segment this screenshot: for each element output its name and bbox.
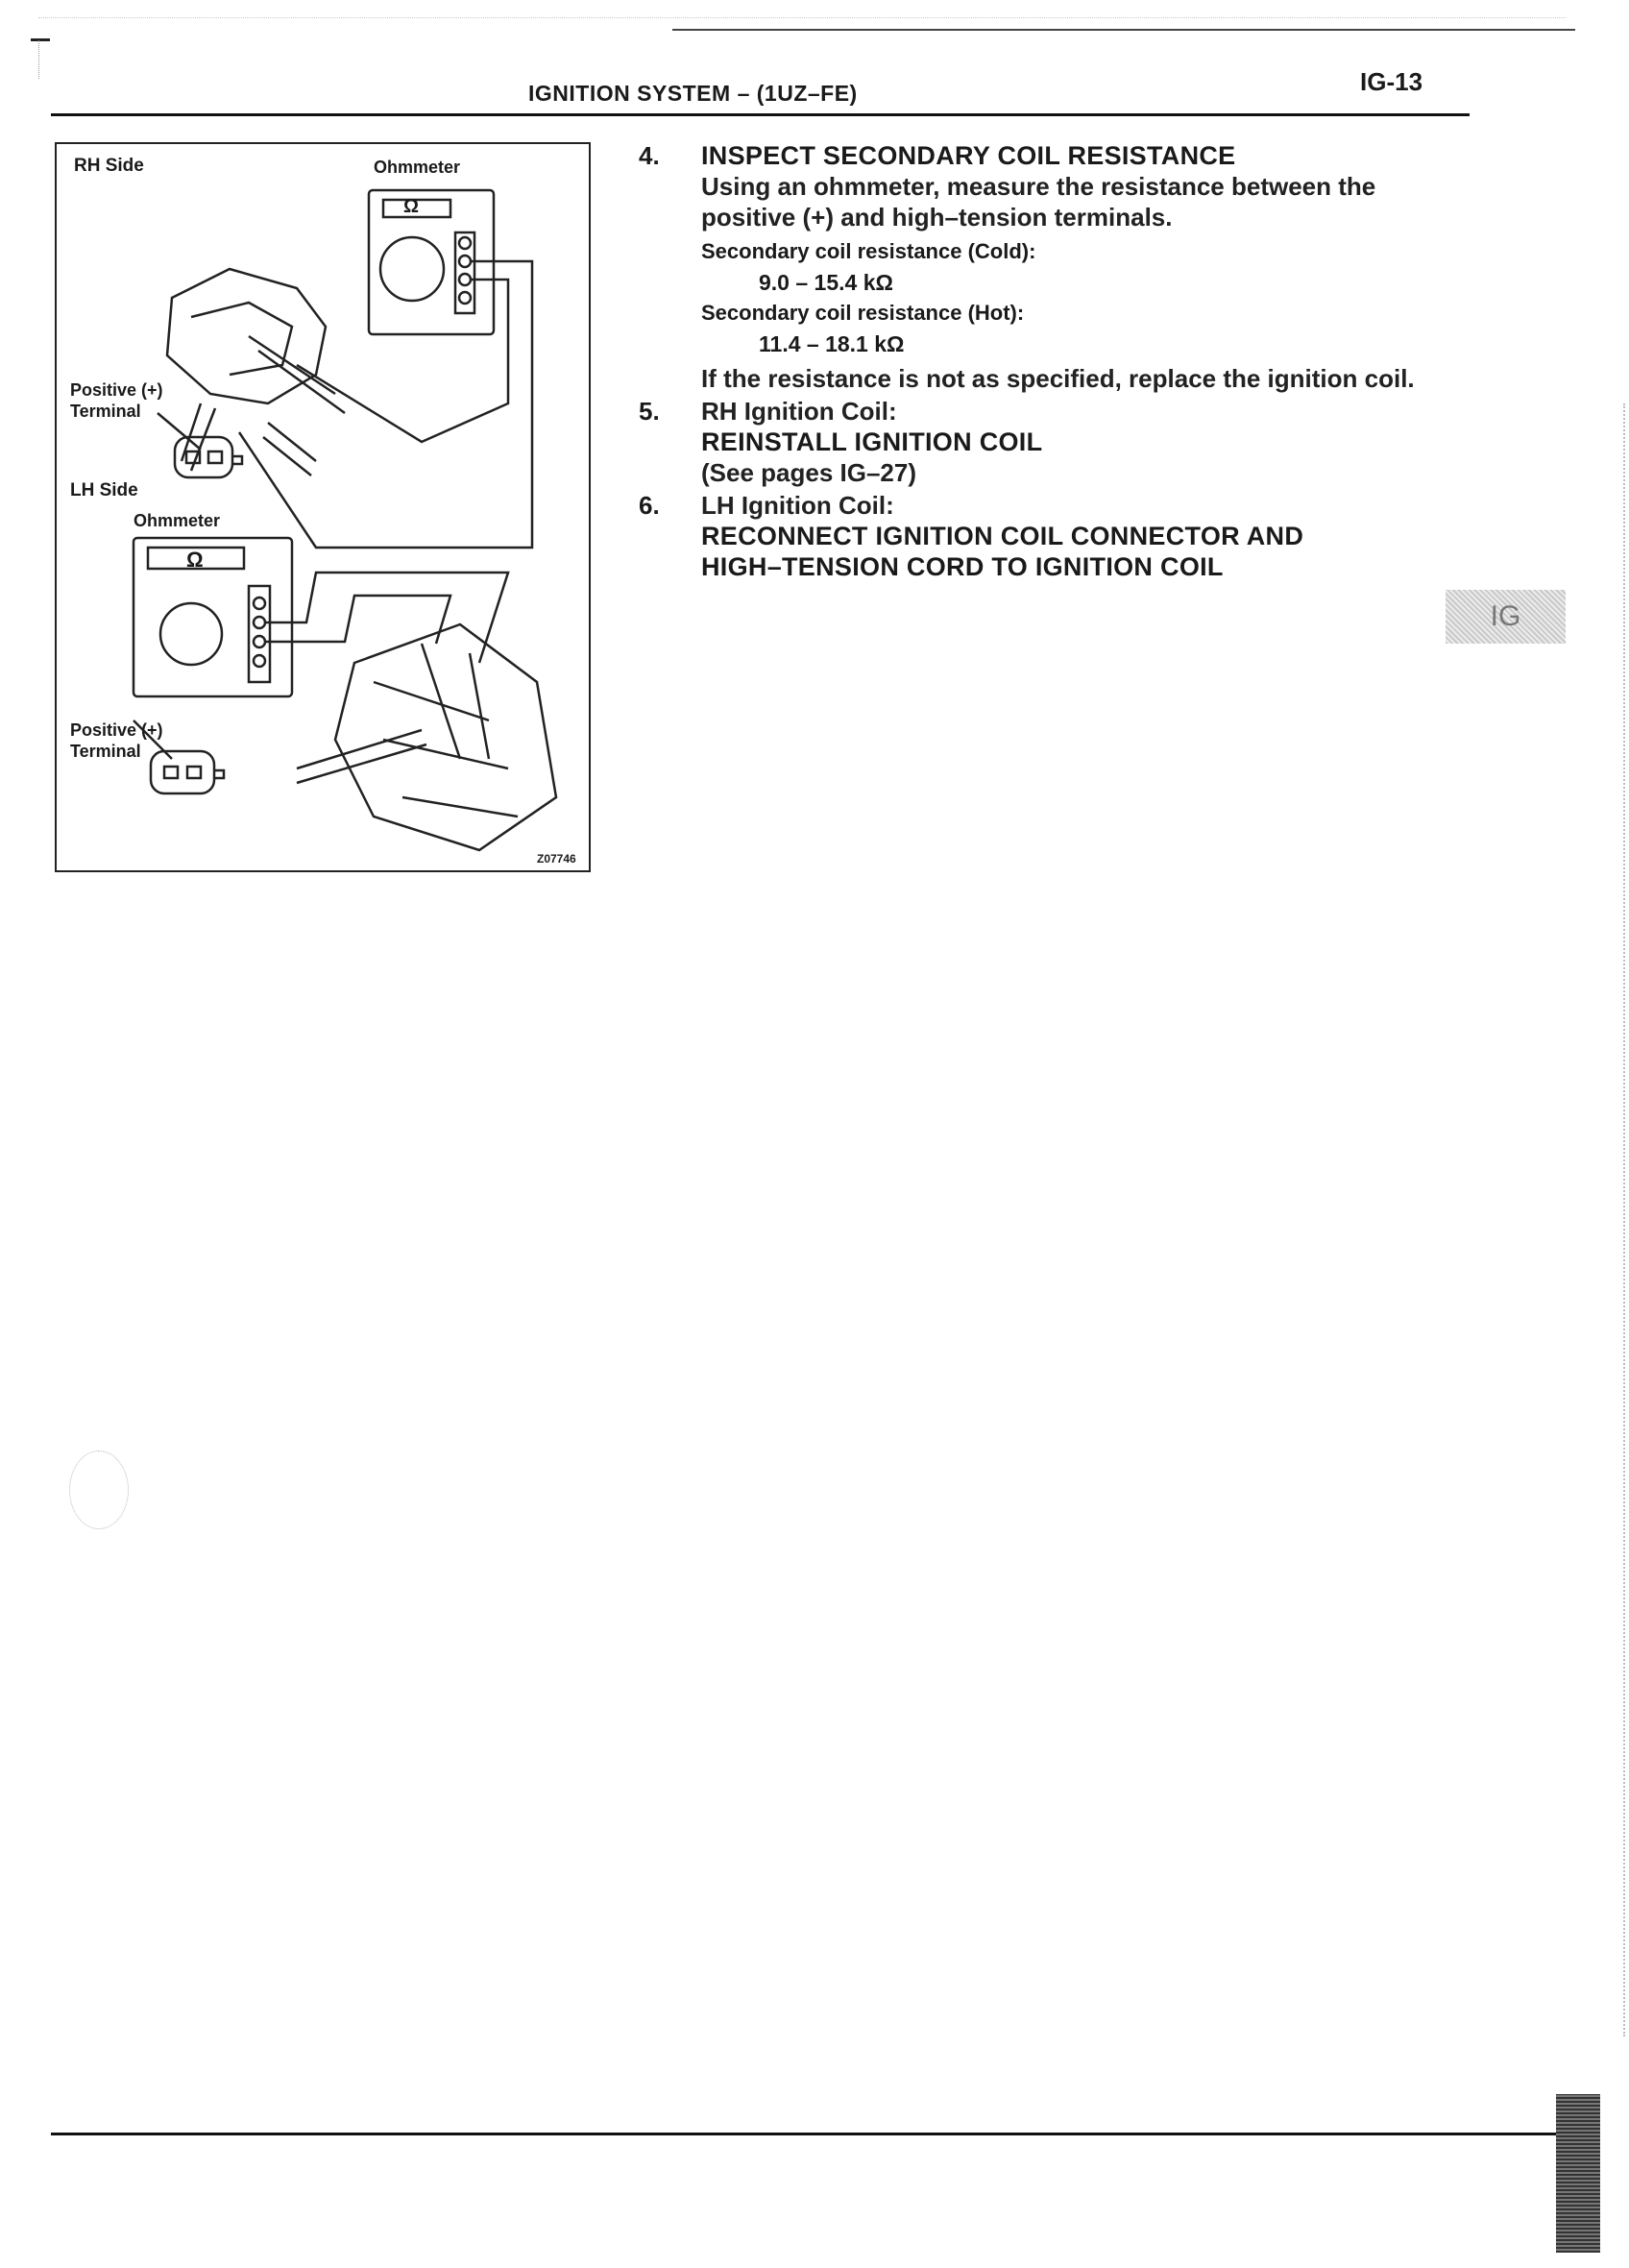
- spec-label-cold: Secondary coil resistance (Cold):: [701, 239, 1036, 263]
- corner-mark: [31, 38, 50, 41]
- spec-value-cold: 9.0 – 15.4 kΩ: [759, 270, 893, 295]
- lh-ohmmeter-body: [132, 536, 294, 698]
- lh-terminal-label-1: Positive (+): [70, 720, 163, 740]
- scan-edge-rule: [672, 29, 1575, 31]
- step-reference: (See pages IG–27): [701, 458, 916, 487]
- step-subject: RH Ignition Coil:: [701, 397, 897, 426]
- scan-edge-dotted: [38, 17, 1566, 18]
- lh-ohmmeter-dial: [158, 601, 224, 667]
- step-5: 5. RH Ignition Coil: REINSTALL IGNITION …: [639, 396, 1446, 488]
- ohmmeter-diagram: RH Side Ohmmeter Ω Positive (+) Terminal…: [55, 142, 591, 872]
- rh-ohmmeter-dial: [378, 235, 446, 303]
- header-rule: [51, 113, 1470, 116]
- rh-ohm-symbol: Ω: [403, 196, 420, 217]
- step-6: 6. LH Ignition Coil: RECONNECT IGNITION …: [639, 490, 1446, 582]
- scan-speck: [69, 1451, 129, 1529]
- step-note: If the resistance is not as specified, r…: [701, 364, 1415, 393]
- lh-ohmmeter-label: Ohmmeter: [134, 511, 221, 530]
- step-4: 4. INSPECT SECONDARY COIL RESISTANCE Usi…: [639, 140, 1446, 394]
- step-number: 4.: [639, 141, 660, 170]
- lh-connector: [149, 749, 216, 795]
- rh-side-label: RH Side: [74, 156, 144, 176]
- lh-side-label: LH Side: [70, 480, 138, 500]
- footer-rule: [51, 2133, 1564, 2135]
- rh-ohmmeter-display: [381, 198, 452, 219]
- step-action-line-2: HIGH–TENSION CORD TO IGNITION COIL: [701, 552, 1224, 581]
- diagram-drawing: [132, 188, 558, 852]
- rh-ohmmeter-label: Ohmmeter: [374, 158, 461, 177]
- procedure-steps: 4. INSPECT SECONDARY COIL RESISTANCE Usi…: [639, 140, 1446, 582]
- lh-ohmmeter-jacks: [247, 584, 272, 684]
- rh-terminal-label-2: Terminal: [70, 402, 141, 421]
- rh-terminal-label-1: Positive (+): [70, 380, 163, 400]
- spec-label-hot: Secondary coil resistance (Hot):: [701, 301, 1025, 325]
- step-subject: LH Ignition Coil:: [701, 491, 894, 520]
- figure-code: Z07746: [537, 852, 576, 866]
- lh-terminal-label-2: Terminal: [70, 742, 141, 761]
- rh-ohmmeter-jacks: [453, 231, 476, 315]
- step-number: 5.: [639, 397, 660, 426]
- step-number: 6.: [639, 491, 660, 520]
- thumb-index-block: [1556, 2094, 1600, 2253]
- corner-mark-dots: [38, 40, 39, 79]
- step-instruction: Using an ohmmeter, measure the resistanc…: [701, 172, 1376, 232]
- lh-ohm-symbol: Ω: [186, 548, 204, 572]
- step-heading: INSPECT SECONDARY COIL RESISTANCE: [701, 141, 1236, 170]
- section-tab: IG: [1446, 590, 1566, 644]
- page-title: IGNITION SYSTEM – (1UZ–FE): [528, 81, 858, 106]
- page-number: IG-13: [1360, 67, 1423, 96]
- step-action: REINSTALL IGNITION COIL: [701, 427, 1043, 456]
- scan-edge-right: [1623, 403, 1625, 2036]
- step-action-line-1: RECONNECT IGNITION COIL CONNECTOR AND: [701, 522, 1304, 550]
- spec-value-hot: 11.4 – 18.1 kΩ: [759, 331, 905, 356]
- lh-ohmmeter-display: [146, 546, 246, 571]
